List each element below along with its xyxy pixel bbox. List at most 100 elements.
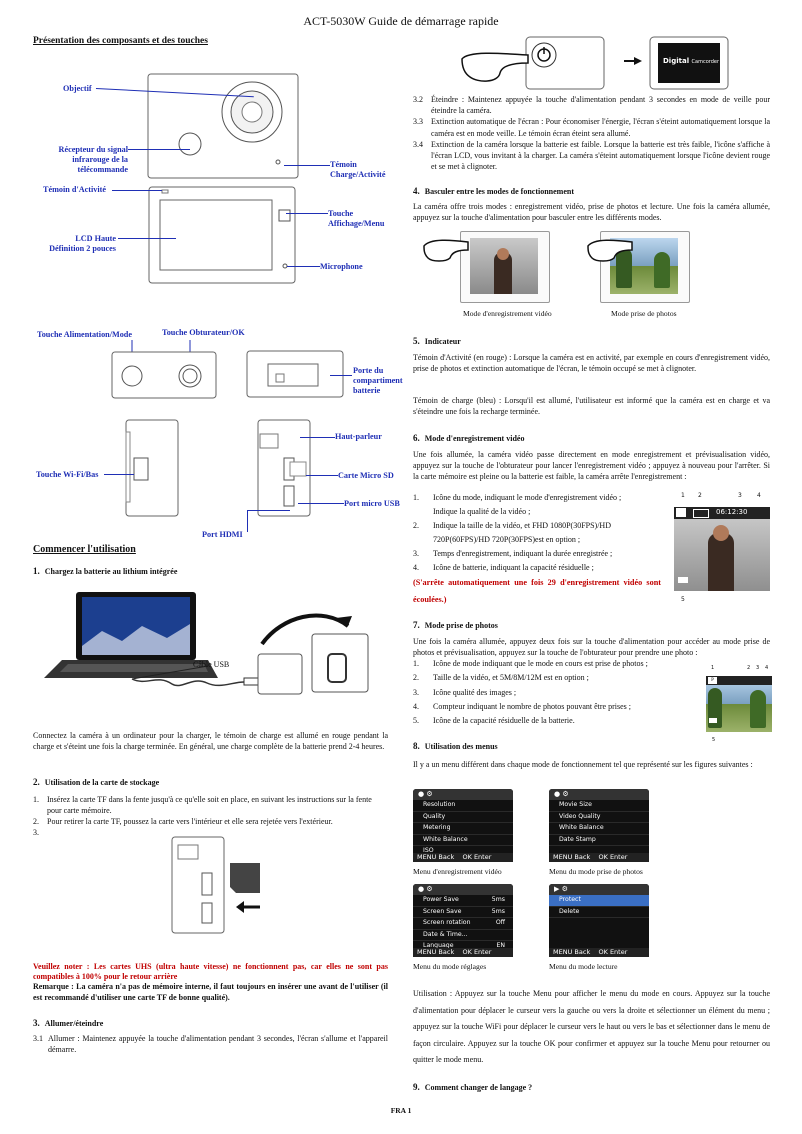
section-5-text-2: Témoin de charge (bleu) : Lorsqu'il est … [413,396,770,417]
menu-photo: ● ⚙ Movie Size Video Quality White Balan… [549,789,649,862]
section-3-heading: 3.Allumer/éteindre [33,1018,104,1028]
section-1-heading: 1.Chargez la batterie au lithium intégré… [33,566,178,576]
note-uhs: Veuillez noter : Les cartes UHS (ultra h… [33,962,388,981]
video-mode-icon [676,508,686,517]
callout-3: 3 [738,492,742,499]
enter-button[interactable]: Enter [473,853,492,861]
menu-item[interactable]: Resolution [413,800,513,812]
recording-time: 06:12:30 [716,508,748,516]
menu-item[interactable]: White Balance [413,835,513,847]
caption-video-mode: Mode d'enregistrement vidéo [463,309,552,318]
camera-back-illustration [148,186,296,284]
section-2-heading: 2.Utilisation de la carte de stockage [33,777,160,787]
menu-item[interactable]: Date Stamp [549,835,649,847]
callout-3: 3 [756,665,760,671]
callout-2: 2 [698,492,702,499]
page-footer: FRA 1 [390,1106,412,1115]
caption-photo-mode: Mode prise de photos [611,309,677,318]
list-item: 4.Compteur indiquant le nombre de photos… [413,701,631,711]
list-item: 2.Pour retirer la carte TF, poussez la c… [33,817,333,826]
photo-mode-icon: P [708,677,717,684]
label-obturateur: Touche Obturateur/OK [162,328,245,337]
camera-side-left-illustration [125,419,179,517]
list-item: 1.Icône de mode indiquant que le mode en… [413,659,648,668]
back-button[interactable]: Back [574,853,591,861]
label-hdmi: Port HDMI [202,530,243,539]
menu-item[interactable]: Video Quality [549,812,649,824]
label-haut-parleur: Haut-parleur [335,432,382,441]
callout-2: 2 [747,665,751,671]
laptop-charging-illustration [44,592,369,695]
menu-item[interactable]: Protect [549,895,649,907]
power-on-illustration [461,36,729,90]
back-button[interactable]: Back [438,948,455,956]
enter-button[interactable]: Enter [609,853,628,861]
photo-mode-photo [610,238,678,294]
section-8-heading: 8.Utilisation des menus [413,741,498,751]
menu-item[interactable]: Date & Time... [413,930,513,942]
menu-item[interactable]: Delete [549,907,649,919]
callout-4: 4 [765,665,769,671]
label-objectif: Objectif [63,84,92,93]
callout-4: 4 [757,492,761,499]
section-4-heading: 4.Basculer entre les modes de fonctionne… [413,186,574,196]
list-item: Indique la qualité de la vidéo ; [433,507,531,516]
label-usb: Port micro USB [344,499,400,508]
menu-item[interactable]: Quality [413,812,513,824]
label-temoin-charge: Témoin Charge/Activité [330,160,386,179]
section-5-text-1: Témoin d'Activité (en rouge) : Lorsque l… [413,353,770,374]
video-preview-screen [674,507,770,591]
label-temoin-activite: Témoin d'Activité [43,185,106,194]
list-item: 720P(60FPS)/HD 720P(30FPS)est en option … [433,535,581,544]
callout-1: 1 [711,665,715,671]
list-item: 3.Temps d'enregistrement, indiquant la d… [413,549,613,558]
list-item: 1.Insérez la carte TF dans la fente jusq… [33,795,372,815]
menu-item[interactable]: Metering [413,823,513,835]
enter-button[interactable]: Enter [473,948,492,956]
caption-menu-setup: Menu du mode réglages [413,962,487,971]
note-memoire: Remarque : La caméra n'a pas de mémoire … [33,982,388,1002]
caption-menu-play: Menu du mode lecture [549,962,618,971]
menu-play: ▶ ⚙ Protect Delete MENU Back OK Enter [549,884,649,957]
menu-item[interactable]: White Balance [549,823,649,835]
label-alimentation: Touche Alimentation/Mode [37,330,132,339]
video-mode-photo [470,238,538,294]
camera-front-illustration [147,73,299,179]
label-lcd: LCD Haute Définition 2 pouces [49,234,116,253]
label-carte: Carte Micro SD [338,471,394,480]
caption-menu-video: Menu d'enregistrement vidéo [413,867,502,876]
section-8-text: Il y a un menu différent dans chaque mod… [413,760,753,769]
menu-item[interactable]: Movie Size [549,800,649,812]
heading-commencer: Commencer l'utilisation [33,544,136,555]
section-7-heading: 7.Mode prise de photos [413,620,498,630]
section-heading-components: Présentation des composants et des touch… [33,36,208,46]
page-title: ACT-5030W Guide de démarrage rapide [303,14,499,28]
screen-digital-text: Digital Camcorder [663,57,720,65]
enter-button[interactable]: Enter [609,948,628,956]
section-7-text: Une fois la caméra allumée, appuyez deux… [413,637,770,658]
list-item: 5.Icône de la capacité résiduelle de la … [413,716,575,726]
section-2-list: 1.Insérez la carte TF dans la fente jusq… [33,794,388,838]
camera-top-illustration [111,340,217,399]
section-8-usage: Utilisation : Appuyez sur la touche Menu… [413,989,770,1064]
quality-icon [693,509,709,518]
back-button[interactable]: Back [438,853,455,861]
callout-5: 5 [712,737,716,743]
caption-menu-photo: Menu du mode prise de photos [549,867,643,876]
list-item: 2.Taille de la vidéo, et 5M/8M/12M est e… [413,673,589,683]
back-button[interactable]: Back [574,948,591,956]
section-1-text: Connectez la caméra à un ordinateur pour… [33,731,388,752]
callout-5: 5 [681,596,685,603]
section-4-text: La caméra offre trois modes : enregistre… [413,202,770,223]
list-item: 3.Icône qualité des images ; [413,687,517,697]
section-7-list: 1.Icône de mode indiquant que le mode en… [413,658,703,729]
label-recepteur: Récepteur du signal infrarouge de la tél… [58,145,128,174]
